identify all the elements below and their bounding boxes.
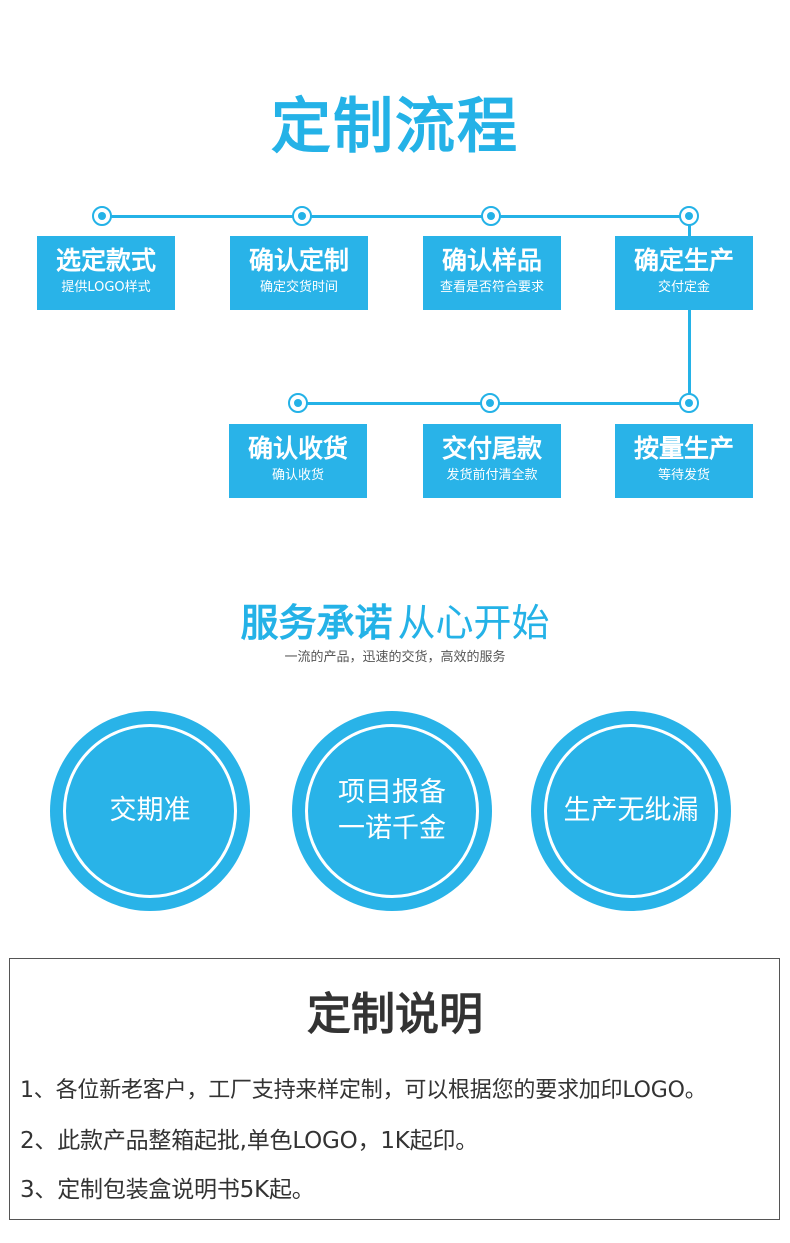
flow-line-top: [102, 215, 690, 218]
notes-item-3: 3、定制包装盒说明书5K起。: [20, 1177, 315, 1203]
service-title-light: 从心开始: [397, 601, 550, 645]
service-title: 服务承诺 从心开始: [0, 592, 790, 647]
step-title: 确认收货: [247, 434, 348, 463]
step-subtitle: 确认收货: [271, 468, 324, 483]
step-title: 确定生产: [633, 246, 734, 275]
circle-text-2: 一诺千金: [338, 813, 446, 844]
service-circle-ring: 交期准: [63, 724, 237, 898]
step-subtitle: 发货前付清全款: [446, 468, 538, 483]
service-circle-ring: 生产无纰漏: [544, 724, 718, 898]
notes-item-2: 2、此款产品整箱起批,单色LOGO，1K起印。: [20, 1128, 479, 1154]
step-subtitle: 等待发货: [657, 468, 710, 483]
flow-node: [480, 393, 500, 413]
service-circle-2: 项目报备 一诺千金: [292, 711, 492, 911]
notes-box: [9, 958, 780, 1220]
circle-text-1: 交期准: [109, 795, 191, 826]
flow-node: [92, 206, 112, 226]
step-title: 交付尾款: [441, 434, 542, 463]
process-step-7: 确认收货 确认收货: [229, 424, 367, 498]
process-step-1: 选定款式 提供LOGO样式: [37, 236, 175, 310]
circle-text-1: 项目报备: [338, 777, 446, 808]
step-title: 选定款式: [55, 246, 156, 275]
step-subtitle: 查看是否符合要求: [439, 280, 544, 295]
process-step-5: 按量生产 等待发货: [615, 424, 753, 498]
flow-line-vertical: [688, 216, 691, 405]
step-subtitle: 确定交货时间: [259, 280, 338, 295]
notes-item-1: 1、各位新老客户，工厂支持来样定制，可以根据您的要求加印LOGO。: [20, 1078, 707, 1103]
step-title: 确认样品: [441, 246, 542, 275]
service-circle-3: 生产无纰漏: [531, 711, 731, 911]
process-step-3: 确认样品 查看是否符合要求: [423, 236, 561, 310]
step-title: 按量生产: [633, 434, 734, 463]
flow-node: [292, 206, 312, 226]
process-step-4: 确定生产 交付定金: [615, 236, 753, 310]
service-circle-ring: 项目报备 一诺千金: [305, 724, 479, 898]
step-subtitle: 交付定金: [657, 280, 710, 295]
step-subtitle: 提供LOGO样式: [61, 280, 151, 295]
process-title: 定制流程: [271, 92, 519, 162]
service-title-bold: 服务承诺: [240, 601, 393, 645]
flow-node: [481, 206, 501, 226]
flow-node: [679, 393, 699, 413]
notes-title: 定制说明: [307, 989, 483, 1040]
step-title: 确认定制: [248, 246, 349, 275]
service-circle-1: 交期准: [50, 711, 250, 911]
process-step-2: 确认定制 确定交货时间: [230, 236, 368, 310]
process-step-6: 交付尾款 发货前付清全款: [423, 424, 561, 498]
circle-text-1: 生产无纰漏: [563, 795, 699, 826]
flow-node: [679, 206, 699, 226]
flow-node: [288, 393, 308, 413]
service-subtitle: 一流的产品，迅速的交货，高效的服务: [284, 650, 506, 665]
